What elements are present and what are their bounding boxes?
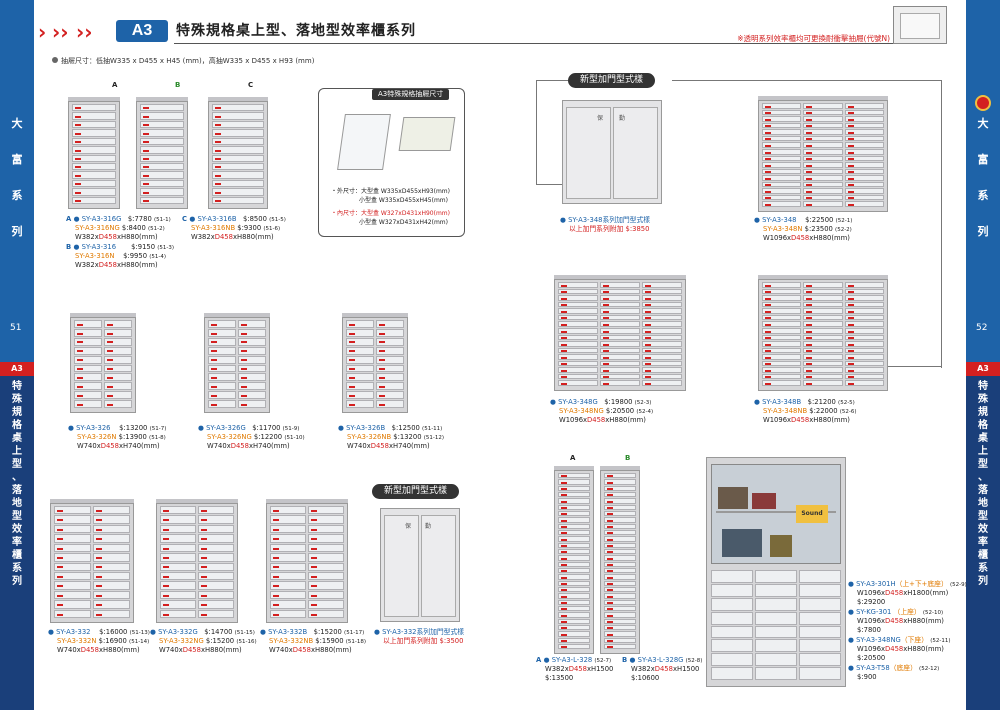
page-title: 特殊規格桌上型、落地型效率櫃系列 [176,23,416,39]
product-332b: ● SY-A3-332B $:15200 (51-17) SY-A3-332NB… [260,628,366,655]
page-number-left: 51 [10,323,22,333]
right-series-tag: A3 [966,362,1000,376]
drawer-size-line: 抽屜尺寸：低抽W335 x D455 x H45 (mm)，高抽W335 x D… [52,57,314,66]
right-band-chars: 大 富 系 列 [966,112,1000,244]
door-cabinet-348: 保 勤 [562,100,662,204]
product-326: ● SY-A3-326 $:13200 (51-7) SY-A3-326N $:… [68,424,167,451]
header-note: ※透明系列效率櫃均可更換耐衝擊抽屜(代號N) [737,34,890,43]
product-332: ● SY-A3-332 $:16000 (51-13) SY-A3-332N $… [48,628,150,655]
band-char: 大 [11,117,23,130]
product-348: ● SY-A3-348 $:22500 (52-1) SY-A3-348N $:… [754,216,853,243]
series-badge: A3 [116,20,168,42]
band-char: 富 [977,153,989,166]
product-348g: ● SY-A3-348G $:19800 (52-3) SY-A3-348NG … [550,398,654,425]
product-316: B ● SY-A3-316 $:9150 (51-3) SY-A3-316N $… [66,243,175,270]
left-band-lower [0,362,34,710]
chevron-right-icon: ›› [76,20,93,44]
cabinet-326b [342,313,408,413]
drawer-size-info-box: A3特殊規格抽屜尺寸 ・外尺寸：大型盒 W335xD455xH93(mm) 小型… [318,88,465,237]
cabinet-l-328g [600,466,640,654]
cabinet-326g [204,313,270,413]
connector-line [672,80,942,368]
product-l-328g: B ● SY-A3-L-328G (52-8) W382xD458xH1500 … [622,656,703,682]
label-a: A [112,81,118,89]
band-char: 系 [977,189,989,202]
band-char: 大 [977,117,989,130]
product-t58: ● SY-A3-T58（底座） (52-12) $:900 [848,664,940,682]
left-series-vertical-title: 特殊規格桌上型、落地型效率櫃系列 [12,381,22,587]
product-332-door: ● SY-A3-332系列加門型式樣 以上加門系列附加 $:3500 [374,628,465,645]
cabinet-348b [758,275,888,391]
page-header: › ›› ›› A3 特殊規格桌上型、落地型效率櫃系列 ※透明系列效率櫃均可更換… [38,16,948,50]
right-series-vertical-title: 特殊規格桌上型、落地型效率櫃系列 [978,381,988,587]
product-kg-301: ● SY-KG-301 （上座） (52-10) W1096xD458xH880… [848,608,944,634]
left-band-chars: 大 富 系 列 [0,112,34,244]
cabinet-348 [758,96,888,212]
product-348-door: ● SY-A3-348系列加門型式樣 以上加門系列附加 $:3850 [560,216,651,233]
label-b: B [175,81,181,89]
product-332g: ● SY-A3-332G $:14700 (51-15) SY-A3-332NG… [150,628,257,655]
connector-line [888,366,942,367]
cabinet-l-328 [554,466,594,654]
cabinet-316b [208,97,268,209]
product-326b: ● SY-A3-326B $:12500 (51-11) SY-A3-326NB… [338,424,444,451]
band-char: 列 [977,225,989,238]
cabinet-332b [266,499,348,623]
brand-logo-icon [975,95,991,111]
glass-door: Sound [711,464,841,564]
cabinet-332g [156,499,238,623]
product-l-328: A ● SY-A3-L-328 (52-7) W382xD458xH1500 $… [536,656,614,682]
label-a: A [570,454,576,462]
product-301h: ● SY-A3-301H（上+下+底座） (52-9) W1096xD458xH… [848,580,967,606]
bookcase-cabinet-301h: Sound [706,457,846,687]
right-band-lower [966,362,1000,710]
band-char: 系 [11,189,23,202]
sound-sign: Sound [796,505,828,523]
chevron-right-icon: › [38,20,47,44]
band-char: 列 [11,225,23,238]
product-326g: ● SY-A3-326G $:11700 (51-9) SY-A3-326NG … [198,424,305,451]
info-box-dimensions: ・外尺寸：大型盒 W335xD455xH93(mm) 小型盒 W335xD455… [331,188,450,226]
large-tray-image [398,117,456,151]
bullet-icon [52,57,58,63]
page-number-right: 52 [976,323,988,333]
product-316b: C ● SY-A3-316B $:8500 (51-5) SY-A3-316NB… [182,215,286,242]
info-box-title: A3特殊規格抽屜尺寸 [372,89,450,100]
label-b: B [625,454,631,462]
callout-new-door-bottom: 新型加門型式樣 [372,484,460,500]
connector-line [536,80,568,185]
chevron-right-icon: ›› [52,20,69,44]
small-tray-image [337,114,391,170]
door-cabinet-332: 保 勤 [380,508,460,622]
product-348b: ● SY-A3-348B $:21200 (52-5) SY-A3-348NB … [754,398,857,425]
product-348ng: ● SY-A3-348NG（下座） (52-11) W1096xD458xH88… [848,636,951,662]
left-series-tag: A3 [0,362,34,376]
callout-new-door-top: 新型加門型式樣 [568,73,656,89]
header-rule [174,43,924,44]
cabinet-316g [68,97,120,209]
cabinet-326 [70,313,136,413]
cabinet-316 [136,97,188,209]
tray-thumbnail [893,6,947,44]
label-c: C [248,81,254,89]
cabinet-348g [554,275,686,391]
cabinet-332 [50,499,134,623]
product-316g: A ● SY-A3-316G $:7780 (51-1) SY-A3-316NG… [66,215,171,242]
band-char: 富 [11,153,23,166]
